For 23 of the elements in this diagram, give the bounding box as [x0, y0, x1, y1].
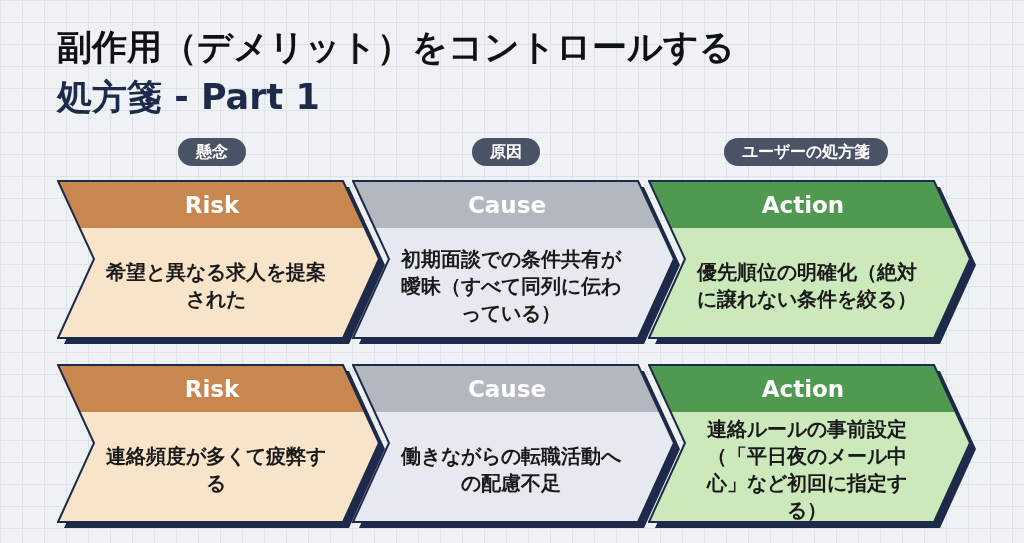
body-text: 連絡頻度が多くて疲弊する — [105, 443, 327, 497]
chevron-box — [57, 180, 387, 345]
chevron-box — [648, 364, 978, 529]
header-text: Risk — [183, 375, 241, 404]
column-header: 原因 — [472, 138, 540, 166]
chevron-box — [352, 180, 682, 345]
title: 副作用（デメリット）をコントロールする — [57, 26, 735, 69]
column-header: 懸念 — [178, 138, 246, 166]
body-text: 働きながらの転職活動への配慮不足 — [400, 443, 622, 497]
chevron-box — [648, 180, 978, 345]
body-text: 初期面談での条件共有が曖昧（すべて同列に伝わっている） — [400, 245, 622, 327]
subtitle: 処方箋 - Part 1 — [57, 76, 320, 119]
chevron-box — [57, 364, 387, 529]
body-text: 希望と異なる求人を提案された — [105, 259, 327, 313]
header-text: Risk — [183, 191, 241, 220]
header-text: Action — [760, 191, 846, 220]
chevron-box — [352, 364, 682, 529]
header-text: Action — [760, 375, 846, 404]
header-text: Cause — [466, 191, 548, 220]
body-text: 優先順位の明確化（絶対に譲れない条件を絞る） — [696, 259, 918, 313]
column-header: ユーザーの処方箋 — [724, 138, 888, 166]
header-text: Cause — [466, 375, 548, 404]
body-text: 連絡ルールの事前設定（「平日夜のメール中心」など初回に指定する） — [705, 416, 908, 524]
